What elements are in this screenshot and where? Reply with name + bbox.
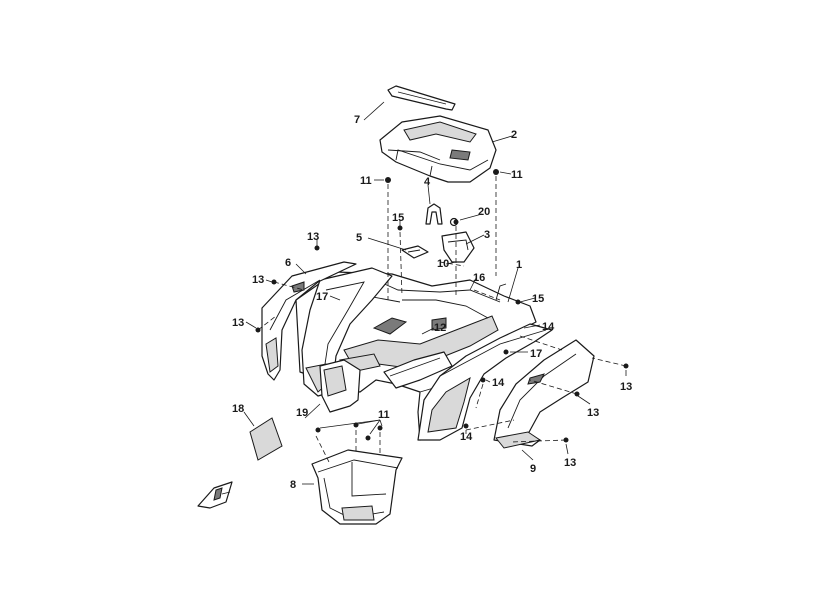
callout-13-mid: 13 — [252, 274, 264, 286]
callout-16: 16 — [473, 272, 485, 284]
callout-17-right: 17 — [530, 348, 542, 360]
part-12-center-panel — [383, 351, 453, 389]
callout-9: 9 — [530, 463, 536, 475]
fasteners — [255, 169, 629, 443]
callout-13-midright: 13 — [587, 407, 599, 419]
callout-13-left: 13 — [232, 317, 244, 329]
part-9-right-side-trim — [493, 339, 595, 449]
part-4-clip — [425, 203, 443, 225]
callout-18: 18 — [232, 403, 244, 415]
callout-3: 3 — [484, 229, 490, 241]
part-6-left-side-trim — [261, 261, 357, 381]
callout-11-right: 11 — [511, 169, 523, 181]
part-7-bracket — [387, 85, 456, 111]
callout-14-top: 14 — [542, 321, 555, 333]
part-19-mud-flap — [319, 359, 361, 413]
callout-7: 7 — [354, 114, 360, 126]
callout-15-right: 15 — [532, 293, 544, 305]
part-1-right-fender-panel — [417, 323, 553, 441]
part-3-mount-bracket — [441, 231, 475, 263]
callout-4: 4 — [424, 176, 431, 188]
callout-20: 20 — [478, 206, 490, 218]
callout-14-bottom: 14 — [460, 431, 473, 443]
callout-19: 19 — [296, 407, 308, 419]
callout-17-left: 17 — [316, 291, 328, 303]
callout-13-bottom: 13 — [564, 457, 576, 469]
callout-6: 6 — [285, 257, 291, 269]
callout-15-top: 15 — [392, 212, 404, 224]
callout-14-mid: 14 — [492, 377, 505, 389]
assembly-lines — [257, 176, 627, 465]
callout-11-left: 11 — [360, 175, 372, 187]
part-2-cargo-cover — [379, 115, 497, 183]
callout-11-bottom: 11 — [378, 409, 390, 421]
callout-12: 12 — [434, 322, 446, 334]
callout-8: 8 — [290, 479, 296, 491]
part-18-sticker — [249, 417, 283, 461]
callouts: 7 2 11 11 4 15 20 3 5 13 6 13 13 17 10 1… — [232, 114, 632, 491]
part-8-storage-box — [311, 449, 403, 525]
callout-1: 1 — [516, 259, 522, 271]
callout-10: 10 — [437, 258, 449, 270]
callout-5: 5 — [356, 232, 362, 244]
part-5-plate — [401, 245, 429, 259]
callout-13-right: 13 — [620, 381, 632, 393]
callout-13-top: 13 — [307, 231, 319, 243]
callout-2: 2 — [511, 129, 517, 141]
direction-arrow-icon — [197, 481, 233, 509]
leader-lines — [243, 101, 627, 485]
